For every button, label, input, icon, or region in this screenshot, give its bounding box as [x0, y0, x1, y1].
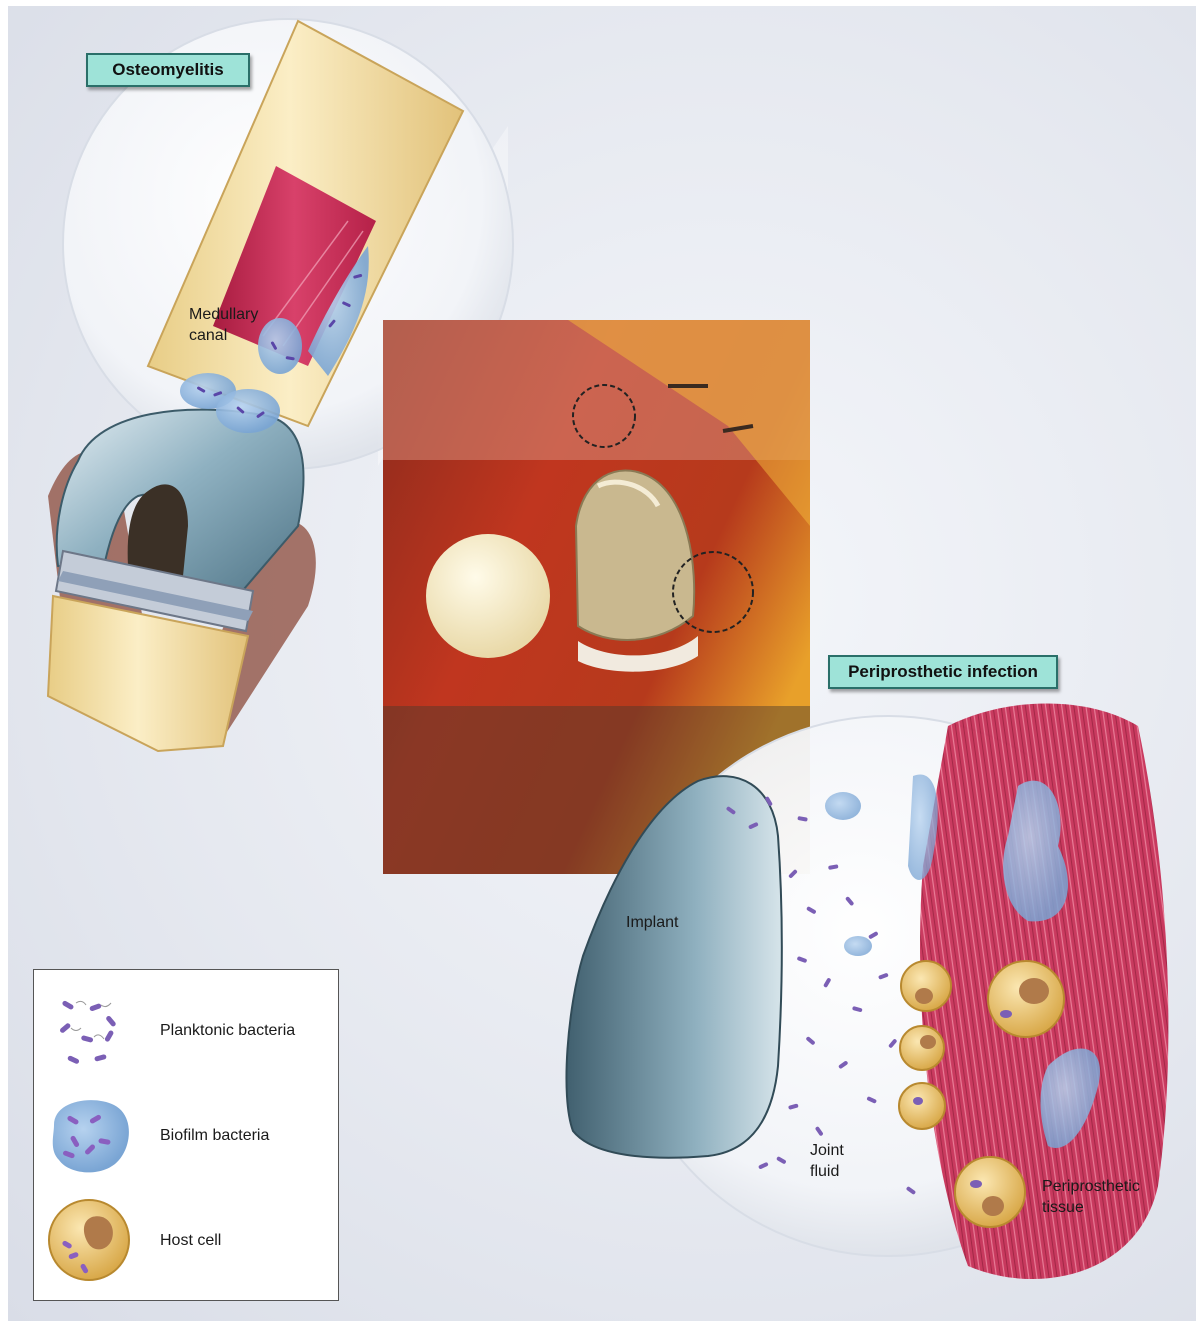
legend-label-biofilm: Biofilm bacteria	[160, 1127, 269, 1145]
joint-fluid-label: Joint fluid	[810, 1140, 844, 1182]
osteomyelitis-tag: Osteomyelitis	[86, 53, 250, 87]
planktonic-bacteria-icon	[44, 985, 134, 1075]
joint-fluid-label-line2: fluid	[810, 1161, 844, 1182]
legend: Planktonic bacteria Biofilm bacteria	[33, 969, 339, 1301]
biofilm-bacteria-icon	[44, 1090, 134, 1180]
implant-label: Implant	[626, 912, 678, 933]
diagram-canvas: Osteomyelitis Periprosthetic infection M…	[8, 6, 1196, 1321]
biofilm-cluster	[825, 792, 861, 820]
host-cell-icon	[44, 1195, 134, 1285]
host-cell	[901, 961, 951, 1011]
legend-label-host-cell: Host cell	[160, 1232, 221, 1250]
periprosthetic-tissue-label: Periprosthetic tissue	[1042, 1176, 1140, 1218]
legend-label-planktonic: Planktonic bacteria	[160, 1022, 295, 1040]
legend-item-biofilm: Biofilm bacteria	[34, 1085, 338, 1185]
medullary-canal-label-line1: Medullary	[189, 304, 258, 325]
periprosthetic-infection-tag: Periprosthetic infection	[828, 655, 1058, 689]
host-cell	[955, 1157, 1025, 1227]
legend-item-host-cell: Host cell	[34, 1190, 338, 1290]
medullary-canal-label: Medullary canal	[189, 304, 258, 346]
periprosthetic-tissue-label-line1: Periprosthetic	[1042, 1176, 1140, 1197]
host-cell	[900, 1026, 944, 1070]
biofilm-cluster	[844, 936, 872, 956]
legend-item-planktonic: Planktonic bacteria	[34, 980, 338, 1080]
host-cell	[899, 1083, 945, 1129]
periprosthetic-tissue-label-line2: tissue	[1042, 1197, 1140, 1218]
medullary-canal-label-line2: canal	[189, 325, 258, 346]
joint-fluid-label-line1: Joint	[810, 1140, 844, 1161]
host-cell	[988, 961, 1064, 1037]
